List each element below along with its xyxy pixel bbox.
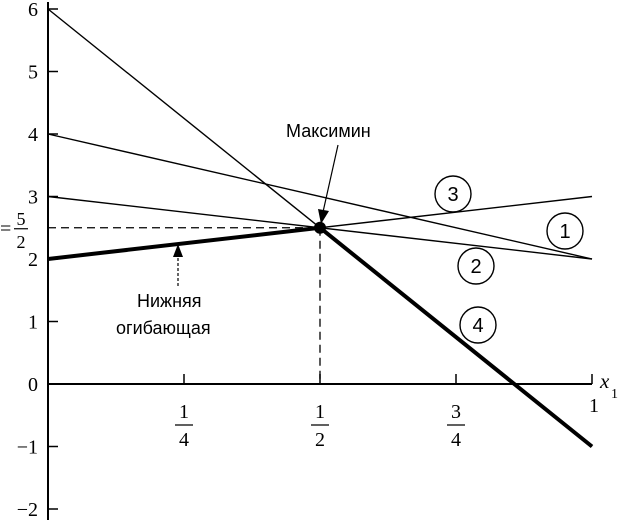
x-tick-numerator: 1 [315,401,325,423]
y-tick-label: −2 [17,499,38,520]
x-axis-label-subscript: 1 [611,387,618,402]
series-line-1 [47,133,593,260]
x-tick-denominator: 4 [451,429,461,451]
x-tick-denominator: 4 [179,429,189,451]
envelope-annotation-line2: огибающая [116,318,211,338]
y-tick-label: 5 [28,62,38,84]
series-label-circle-3 [434,175,472,213]
y-tick-label: 4 [28,124,38,146]
envelope-arrow-head [173,244,183,257]
maximin-annotation: Максимин [286,121,371,141]
envelope-annotation-line1: Нижняя [137,291,202,311]
x-axis-label: x [599,369,610,393]
series-label-circle-4 [459,306,497,344]
maximin-point [314,221,326,234]
series-labels: 1 2 3 4 [434,175,584,344]
y-special-tick-denominator: 2 [17,232,26,252]
series-label-circle-2 [457,247,495,285]
y-special-tick-prefix: = [0,218,11,240]
y-tick-label: 6 [28,0,38,21]
x-tick-numerator: 1 [179,401,189,423]
y-tick-label: 3 [28,187,38,209]
maximin-arrow-head [318,209,329,224]
series-label-3: 3 [447,184,458,206]
x-tick-numerator: 3 [451,401,461,423]
y-tick-label: 0 [28,374,38,396]
y-special-tick-numerator: 5 [17,209,26,229]
series-label-4: 4 [472,315,483,337]
maximin-guides [48,221,326,384]
x-tick-denominator: 2 [315,429,325,451]
y-tick-label: 2 [28,249,38,271]
annotations: Максимин Нижняя огибающая [116,121,371,338]
series-label-2: 2 [470,256,481,278]
series-label-1: 1 [559,221,570,243]
series-label-circle-1 [546,212,584,250]
y-tick-label: 1 [28,312,38,334]
y-tick-label: −1 [17,437,38,459]
x-tick-label: 1 [589,395,599,417]
maximin-arrow-shaft [322,144,339,213]
